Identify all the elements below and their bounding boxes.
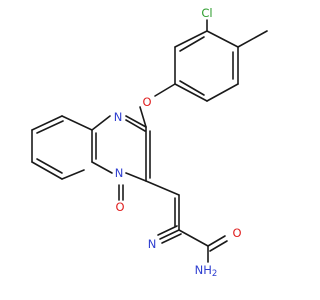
pyrimidine-nitrogen-label: N	[114, 110, 123, 124]
bond-lines	[31, 19, 268, 263]
ketone-oxygen-label: O	[115, 200, 124, 214]
bridgehead-nitrogen-label: N	[115, 166, 124, 180]
chemical-structure-diagram: Cl O N N O N O NH2	[31, 6, 268, 279]
atom-labels: Cl O N N O N O NH2	[114, 6, 242, 279]
amine-label-subscript: 2	[212, 269, 217, 279]
nitrile-nitrogen-label: N	[148, 237, 157, 251]
ether-oxygen-label: O	[142, 95, 151, 109]
chlorine-label: Cl	[201, 6, 212, 20]
amine-label-main: NH	[195, 263, 212, 277]
amine-label: NH2	[195, 263, 218, 279]
amide-oxygen-label: O	[232, 226, 241, 240]
